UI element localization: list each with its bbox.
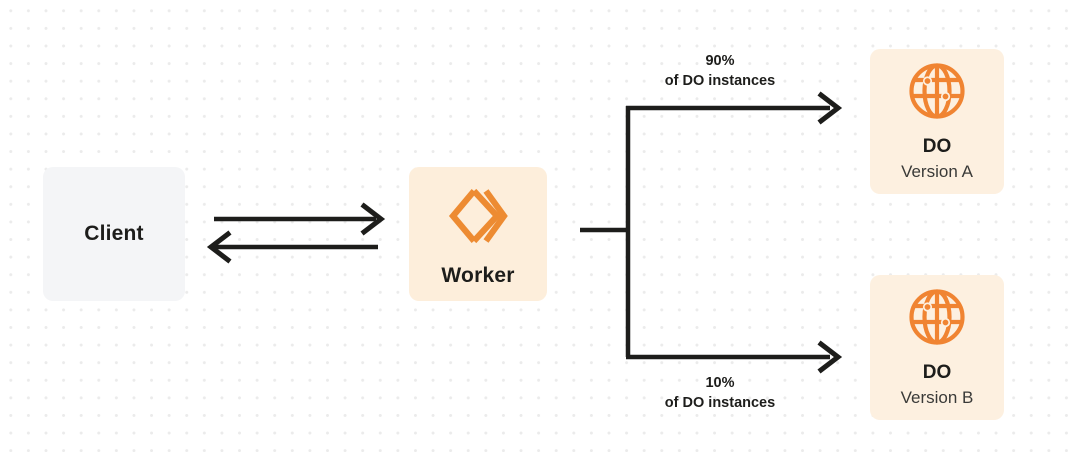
node-worker-label: Worker <box>441 263 515 287</box>
arrow-left-icon-worker-client <box>206 230 232 264</box>
durable-object-globe-icon <box>908 288 966 351</box>
node-do-version-b[interactable]: DO Version B <box>870 275 1004 420</box>
node-do-b-sublabel: Version B <box>900 388 974 408</box>
node-do-a-sublabel: Version A <box>901 162 973 182</box>
arrow-right-icon-client-worker <box>360 202 386 236</box>
cloudflare-workers-icon <box>447 187 509 250</box>
arrow-right-icon-do-a <box>817 91 843 125</box>
node-client[interactable]: Client <box>43 167 185 301</box>
durable-object-globe-icon <box>908 62 966 125</box>
edge-label-do-a-caption: of DO instances <box>664 72 776 89</box>
node-worker[interactable]: Worker <box>409 167 547 301</box>
node-client-label: Client <box>84 222 144 245</box>
edge-label-do-a-percent: 90% <box>705 53 735 69</box>
arrow-right-icon-do-b <box>817 340 843 374</box>
node-do-b-label: DO <box>922 362 952 384</box>
node-do-version-a[interactable]: DO Version A <box>870 49 1004 194</box>
edge-label-do-b: 10% of DO instances <box>630 374 810 413</box>
edge-label-do-a: 90% of DO instances <box>630 52 810 91</box>
node-do-a-label: DO <box>922 136 952 158</box>
edge-label-do-b-caption: of DO instances <box>664 394 776 411</box>
edge-label-do-b-percent: 10% <box>705 375 735 391</box>
